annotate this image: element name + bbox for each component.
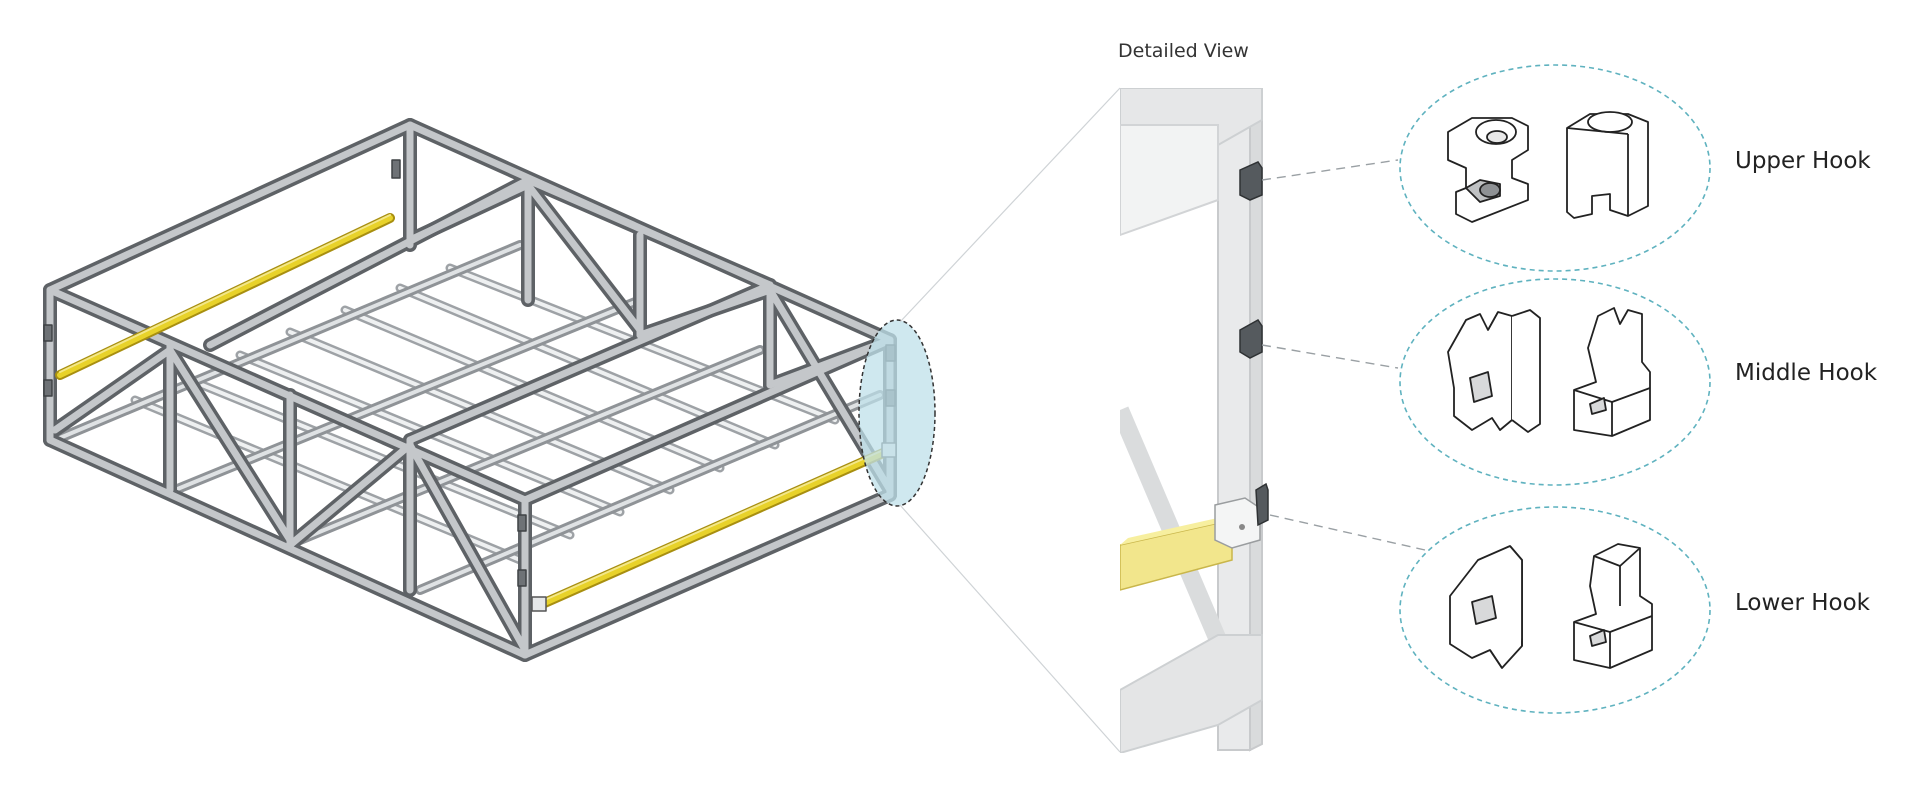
callout-ellipse — [858, 319, 936, 507]
lower-hook-part-icon — [1449, 543, 1653, 669]
floor-runners-shade — [53, 243, 882, 592]
upper-hook-part-icon — [1447, 111, 1649, 223]
hook-leaders — [1261, 159, 1426, 551]
yellow-rails — [55, 213, 897, 612]
frame-assembly — [43, 118, 897, 662]
hook-callouts — [1399, 64, 1711, 714]
middle-hook-label: Middle Hook — [1735, 360, 1878, 386]
middle-hook-part-icon — [1447, 307, 1651, 437]
detail-top-beam — [1120, 88, 1263, 237]
detail-bottom-beam — [1120, 634, 1263, 753]
detail-hooks — [1239, 161, 1269, 527]
upper-hook-label: Upper Hook — [1735, 148, 1871, 174]
zoom-lines — [899, 87, 1121, 753]
frame-members — [43, 118, 897, 662]
detail-view — [1120, 88, 1382, 753]
detail-diagonal — [1120, 406, 1227, 644]
lower-hook-label: Lower Hook — [1735, 590, 1870, 616]
detailed-view-title: Detailed View — [1118, 40, 1249, 62]
detail-yellow-rail — [1120, 497, 1261, 591]
